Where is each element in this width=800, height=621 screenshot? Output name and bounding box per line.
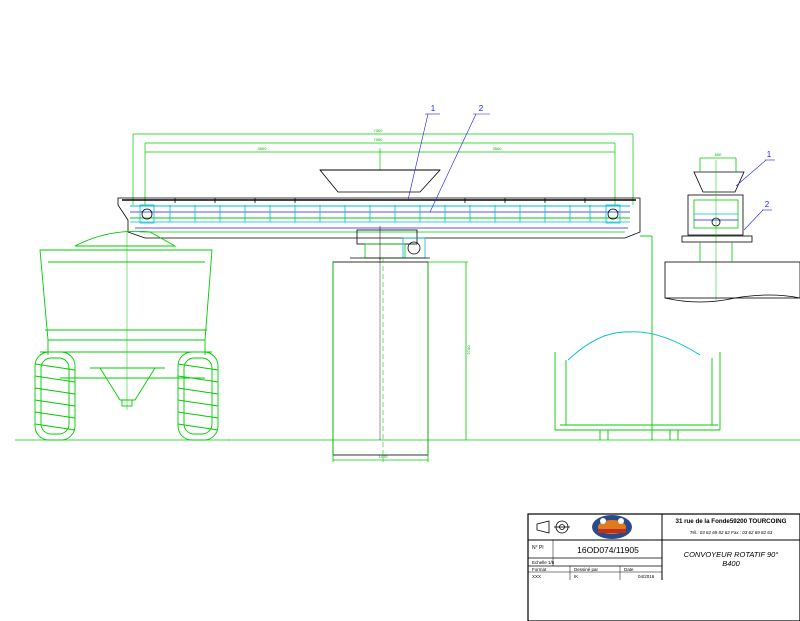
title-block: 31 rue de la Fonde59200 TOURCOING Tél.: … <box>527 513 800 621</box>
tb-date-value: 04/2016 <box>638 574 655 579</box>
conveyor-main <box>117 113 641 260</box>
tractor-wheel-right <box>177 351 219 441</box>
tb-title-line2: B400 <box>722 559 740 568</box>
dimension-texts: 7300 7000 3500 3500 600 2700 1400 <box>258 128 723 459</box>
dim-inner-length: 7000 <box>374 137 384 142</box>
tb-date-label: Date <box>624 567 634 572</box>
container-right <box>554 235 721 440</box>
support-pillar <box>332 258 468 462</box>
tb-title-line1: CONVOYEUR ROTATIF 90° <box>684 550 779 559</box>
rotary-joint <box>350 226 430 260</box>
trailer-left <box>34 230 219 441</box>
callout-2-main: 2 <box>479 104 484 113</box>
conveyor-rollers <box>139 204 621 224</box>
tb-drawn-by-label: Dessiné par <box>574 567 599 572</box>
callout-leaders-main <box>407 113 490 213</box>
callout-2-side: 2 <box>765 200 770 209</box>
tb-scale-label: Echelle 1/5 <box>532 560 555 565</box>
tb-plan-no-label: N° Pl <box>532 545 543 551</box>
tb-address: 31 rue de la Fonde59200 TOURCOING <box>676 518 787 525</box>
conveyor-frame-outer <box>117 197 641 239</box>
callout-1-main: 1 <box>431 104 436 113</box>
dim-support-base: 1400 <box>379 454 389 459</box>
dim-overall-length: 7300 <box>374 128 384 133</box>
callout-1-side: 1 <box>767 150 772 159</box>
tb-tel-fax: Tél.: 03 62 69 82 62 Fax.: 03 62 69 82 6… <box>690 530 773 535</box>
tb-format-label: Format <box>532 567 547 572</box>
dim-hopper-width: 600 <box>715 152 722 157</box>
dim-support-height: 2700 <box>466 345 471 355</box>
dim-left-span: 3500 <box>258 146 268 151</box>
tractor-wheel-left <box>34 351 76 441</box>
conveyor-ticks <box>174 198 586 203</box>
projection-symbol-icon <box>536 520 570 534</box>
company-logo-icon <box>592 515 632 539</box>
tb-drawn-by-value: IK <box>574 574 578 579</box>
hopper-main <box>319 169 441 193</box>
tb-plan-no: 16OD074/11905 <box>577 545 639 555</box>
dim-right-span: 3500 <box>493 146 503 151</box>
tb-format-value: XXX <box>532 574 541 579</box>
dimension-lines <box>132 133 736 205</box>
side-view <box>664 158 800 303</box>
